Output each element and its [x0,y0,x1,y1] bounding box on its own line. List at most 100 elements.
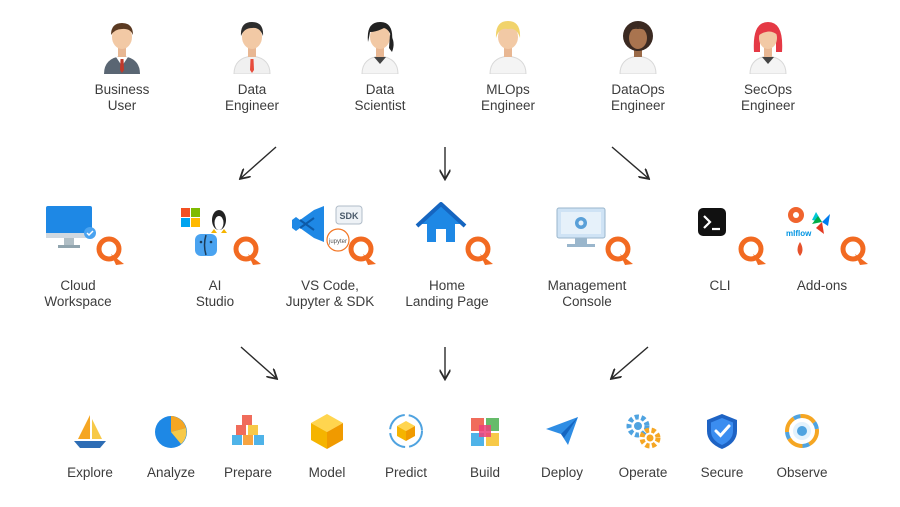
persona-label-line1: DataOps [611,82,665,97]
capability-analyze: Analyze [131,411,211,480]
tool-icon-wrap [165,202,265,272]
magnifier-icon [785,414,819,448]
capability-secure: Secure [682,411,762,480]
tool-label-line1: Add-ons [796,278,848,293]
persona-label-line2: Engineer [610,98,666,113]
arrow-tools-left [240,346,276,378]
tool-ai-studio: AI Studio [155,202,275,310]
tool-icon-wrap: SDK jupyter [280,202,380,272]
tool-cli: CLI [660,202,780,294]
paper-plane-icon [546,417,578,445]
home-icon [415,202,467,242]
jupyter-badge: jupyter [328,239,347,245]
mlops-engineer-avatar-icon [489,21,527,74]
tool-label-line1: AI [208,278,222,293]
tool-icon-wrap: mlflow [772,202,872,272]
tool-home-landing-page: Home Landing Page [387,202,507,310]
persona-label-line2: Scientist [354,98,406,113]
gears-icon [626,414,661,449]
capability-label: Analyze [146,465,196,480]
brand-logo-icon [465,236,493,265]
persona-data-scientist: Data Scientist [325,18,435,114]
capability-build: Build [445,411,525,480]
capability-label: Secure [700,465,744,480]
tool-management-console: Management Console [527,202,647,310]
tool-label-line1: VS Code, [301,278,359,293]
arrow-tools-right [612,346,649,378]
data-scientist-avatar-icon [361,22,399,74]
tool-icon-wrap [397,202,497,272]
cycle-cube-icon [389,414,423,448]
tool-icon-wrap [537,202,637,272]
persona-label-line1: Data [365,82,395,97]
brand-logo-icon [233,236,261,265]
tool-icon-wrap [670,202,770,272]
tool-cloud-workspace: Cloud Workspace [18,202,138,310]
brand-logo-icon [348,236,376,265]
monitor-icon [46,206,96,248]
sailboat-icon [74,415,106,448]
console-icon [556,207,606,247]
arrow-personas-left [241,146,277,178]
cube-icon [311,414,343,449]
sdk-badge: SDK [339,211,359,221]
brand-logo-icon [96,236,124,265]
vscode-jupyter-icon: SDK jupyter [292,205,363,252]
tool-label-line2: Landing Page [405,294,489,309]
data-engineer-avatar-icon [233,22,271,74]
capability-label: Model [308,465,346,480]
capability-label: Build [469,465,501,480]
capability-label: Deploy [540,465,584,480]
shield-icon [707,414,737,449]
mlflow-badge: mlflow [786,229,812,238]
capability-explore: Explore [50,411,130,480]
capability-prepare: Prepare [208,411,288,480]
capability-observe: Observe [762,411,842,480]
persona-dataops-engineer: DataOps Engineer [583,18,693,114]
persona-secops-engineer: SecOps Engineer [713,18,823,114]
brand-logo-icon [605,236,633,265]
persona-label-line2: Engineer [740,98,796,113]
persona-label-line1: Business [94,82,150,97]
persona-label-line1: MLOps [486,82,530,97]
persona-data-engineer: Data Engineer [197,18,307,114]
os-logos-icon [181,208,227,256]
tool-label-line1: Management [547,278,627,293]
tool-label-line2: Workspace [44,294,112,309]
persona-label-line1: SecOps [743,82,793,97]
capability-label: Explore [67,465,113,480]
business-user-avatar-icon [104,23,140,74]
tool-vscode-jupyter-sdk: SDK jupyter VS Code, Jupyter & SDK [270,202,390,310]
tool-label-line1: Home [428,278,465,293]
capability-model: Model [287,411,367,480]
tool-label-line2: Studio [195,294,235,309]
capability-label: Prepare [223,465,273,480]
brand-logo-icon [840,236,868,265]
stacked-cubes-icon [471,418,499,446]
capability-label: Observe [776,465,828,480]
tool-label-line1: Cloud [60,278,96,293]
brand-logo-icon [738,236,766,265]
secops-engineer-avatar-icon [749,22,787,74]
arrow-personas-right [611,146,648,178]
capability-predict: Predict [366,411,446,480]
capability-label: Predict [384,465,428,480]
addons-icon: mlflow [786,207,830,256]
persona-label-line1: Data [237,82,267,97]
persona-label-line2: User [107,98,137,113]
tool-add-ons: mlflow Add-ons [762,202,882,294]
capability-deploy: Deploy [522,411,602,480]
terminal-icon [698,208,726,236]
capability-operate: Operate [603,411,683,480]
persona-label-line2: Engineer [480,98,536,113]
tool-label-line1: CLI [709,278,731,293]
persona-label-line2: Engineer [224,98,280,113]
capability-label: Operate [618,465,668,480]
persona-business-user: Business User [67,18,177,114]
dataops-engineer-avatar-icon [619,21,657,74]
persona-mlops-engineer: MLOps Engineer [453,18,563,114]
tool-label-line2: Jupyter & SDK [285,294,375,309]
tool-label-line2: Console [562,294,612,309]
blocks-icon [232,415,264,445]
